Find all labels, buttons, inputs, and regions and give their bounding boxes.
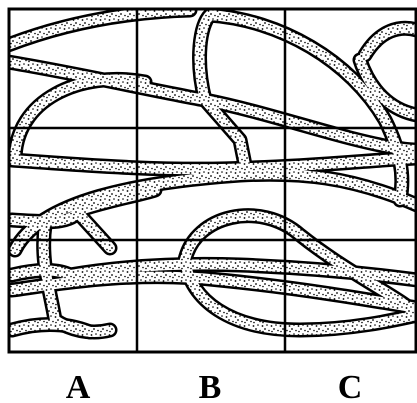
column-label-a: A [66,369,91,403]
column-label-c: C [338,369,363,403]
column-label-b: B [199,369,222,403]
